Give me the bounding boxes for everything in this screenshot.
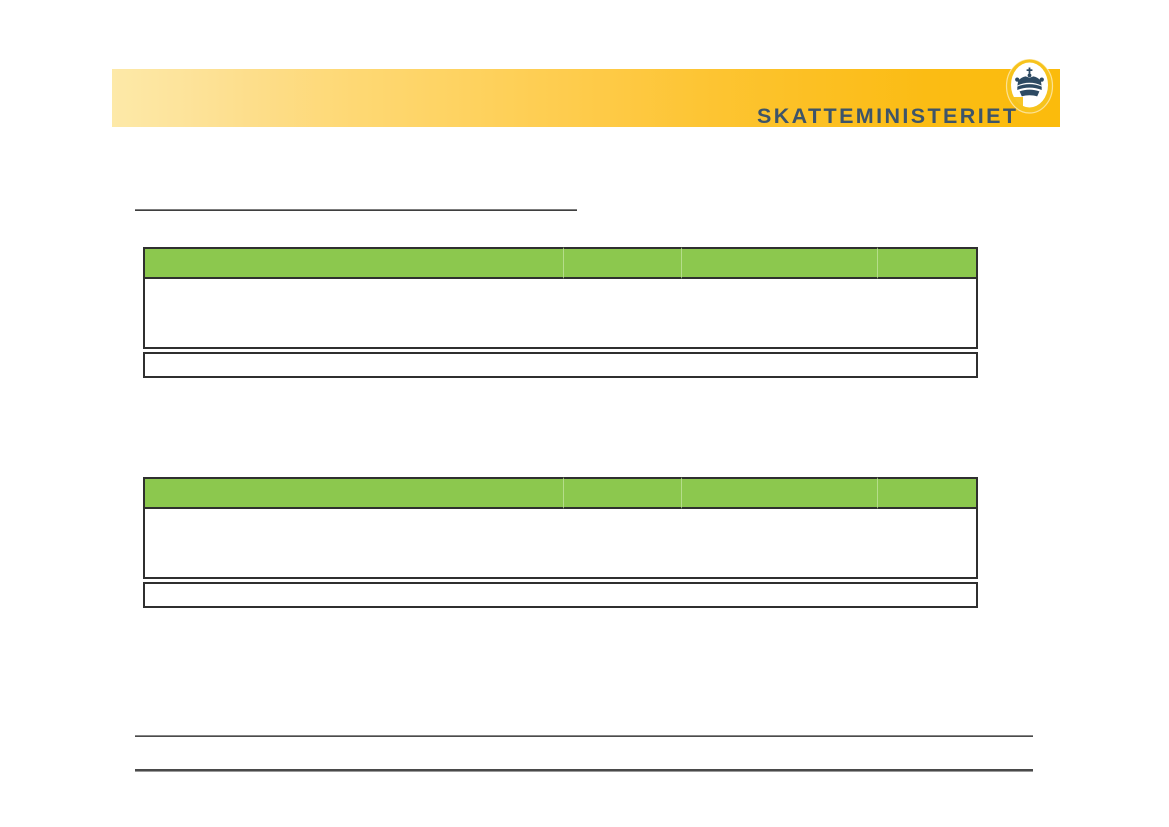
table-row — [143, 279, 978, 349]
table-row — [143, 352, 978, 378]
footer-rule-upper — [135, 735, 1033, 737]
cell-a — [564, 582, 682, 608]
data-table-two — [143, 477, 978, 608]
cell-c — [878, 352, 978, 378]
cell-b — [682, 352, 878, 378]
table-row-spacer — [143, 349, 978, 352]
footer-note-lower — [135, 776, 1033, 792]
cell-c — [878, 509, 978, 579]
data-table-one — [143, 247, 978, 378]
cell-description — [143, 582, 564, 608]
ministry-wordmark: SKATTEMINISTERIET — [757, 104, 1019, 128]
cell-description — [143, 279, 564, 349]
footer-note-upper — [135, 742, 1033, 758]
table-row — [143, 582, 978, 608]
cell-description — [143, 509, 564, 579]
cell-b — [682, 509, 878, 579]
column-header-b — [682, 247, 878, 279]
spacer-cell — [143, 579, 978, 582]
footer-rule-lower — [135, 769, 1033, 772]
cell-a — [564, 352, 682, 378]
cell-a — [564, 509, 682, 579]
cell-c — [878, 279, 978, 349]
table-header-row — [143, 247, 978, 279]
column-header-c — [878, 247, 978, 279]
crown-icon — [1015, 67, 1044, 97]
heading-underline — [135, 209, 577, 211]
column-header-description — [143, 247, 564, 279]
table-row-spacer — [143, 579, 978, 582]
column-header-c — [878, 477, 978, 509]
column-header-a — [564, 477, 682, 509]
cell-description — [143, 352, 564, 378]
cell-b — [682, 279, 878, 349]
ministry-logo — [1005, 58, 1054, 114]
column-header-description — [143, 477, 564, 509]
header-banner — [112, 69, 1060, 127]
cell-b — [682, 582, 878, 608]
table-row — [143, 509, 978, 579]
column-header-b — [682, 477, 878, 509]
page-heading — [135, 188, 577, 206]
table-header-row — [143, 477, 978, 509]
cell-c — [878, 582, 978, 608]
column-header-a — [564, 247, 682, 279]
cell-a — [564, 279, 682, 349]
spacer-cell — [143, 349, 978, 352]
